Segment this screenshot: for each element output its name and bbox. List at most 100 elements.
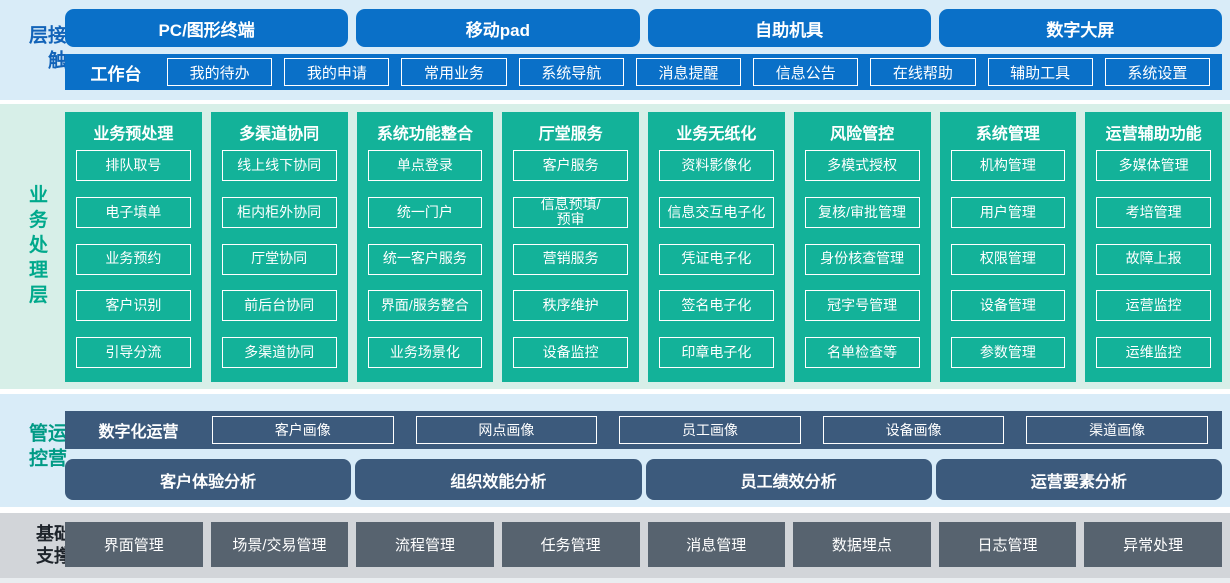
business-item: 电子填单 bbox=[76, 196, 191, 228]
business-item: 名单检查等 bbox=[804, 337, 920, 368]
digital-ops-item: 网点画像 bbox=[415, 416, 598, 444]
business-item: 签名电子化 bbox=[659, 290, 774, 322]
business-column: 风险管控 多模式授权复核/审批管理身份核查管理冠字号管理名单检查等 bbox=[793, 112, 931, 382]
business-item: 信息交互电子化 bbox=[659, 196, 774, 228]
terminal-node: PC/图形终端 bbox=[65, 9, 349, 47]
business-item: 前后台协同 bbox=[221, 290, 337, 322]
business-layer-label: 业务处理层 bbox=[26, 184, 47, 309]
digital-ops-bar: 数字化运营 客户画像网点画像员工画像设备画像渠道画像 bbox=[65, 411, 1222, 449]
business-item: 多模式授权 bbox=[804, 150, 920, 181]
analysis-row: 客户体验分析组织效能分析员工绩效分析运营要素分析 bbox=[65, 459, 1222, 500]
terminal-node: 数字大屏 bbox=[938, 9, 1222, 47]
terminal-node: 移动pad bbox=[356, 9, 640, 47]
business-column-title: 多渠道协同 bbox=[239, 126, 320, 143]
business-column-items: 机构管理用户管理权限管理设备管理参数管理 bbox=[950, 150, 1066, 368]
workbench-item: 辅助工具 bbox=[987, 58, 1093, 86]
base-item: 场景/交易管理 bbox=[210, 522, 349, 567]
workbench-item: 消息提醒 bbox=[635, 58, 742, 86]
ops-layer-label: 运营管控 bbox=[26, 422, 66, 473]
business-column-items: 线上线下协同柜内柜外协同厅堂协同前后台协同多渠道协同 bbox=[221, 150, 337, 368]
business-column-title: 风险管控 bbox=[830, 126, 895, 143]
business-item: 印章电子化 bbox=[659, 337, 774, 368]
digital-ops-item: 渠道画像 bbox=[1026, 416, 1208, 444]
business-item: 多媒体管理 bbox=[1096, 150, 1211, 181]
workbench-item: 在线帮助 bbox=[870, 58, 976, 86]
business-column-items: 客户服务信息预填/ 预审营销服务秩序维护设备监控 bbox=[513, 150, 628, 368]
business-item: 冠字号管理 bbox=[804, 290, 920, 322]
business-column-items: 排队取号电子填单业务预约客户识别引导分流 bbox=[76, 150, 191, 368]
base-item: 流程管理 bbox=[356, 522, 494, 567]
business-item: 业务预约 bbox=[76, 243, 191, 275]
business-item: 权限管理 bbox=[950, 243, 1066, 275]
analysis-node: 运营要素分析 bbox=[935, 459, 1222, 500]
digital-ops-item: 客户画像 bbox=[212, 416, 394, 444]
business-layer: 业务处理层 业务预处理 排队取号电子填单业务预约客户识别引导分流 多渠道协同 线… bbox=[0, 104, 1230, 389]
business-column-items: 多媒体管理考培管理故障上报运营监控运维监控 bbox=[1096, 150, 1211, 368]
workbench-items: 我的待办我的申请常用业务系统导航消息提醒信息公告在线帮助辅助工具系统设置 bbox=[167, 58, 1210, 86]
business-item: 排队取号 bbox=[76, 150, 191, 181]
business-item: 参数管理 bbox=[950, 337, 1066, 368]
digital-ops-label: 数字化运营 bbox=[98, 424, 179, 441]
business-column: 系统管理 机构管理用户管理权限管理设备管理参数管理 bbox=[939, 112, 1077, 382]
bottom-strip bbox=[0, 578, 1230, 583]
business-columns: 业务预处理 排队取号电子填单业务预约客户识别引导分流 多渠道协同 线上线下协同柜… bbox=[65, 112, 1222, 382]
business-item: 厅堂协同 bbox=[221, 243, 337, 275]
business-column-title: 业务预处理 bbox=[93, 126, 174, 143]
base-layer-label: 基础 支撑 bbox=[36, 524, 72, 566]
business-item: 故障上报 bbox=[1096, 243, 1211, 275]
digital-ops-item: 设备画像 bbox=[822, 416, 1005, 444]
business-item: 运营监控 bbox=[1096, 290, 1211, 322]
business-column: 多渠道协同 线上线下协同柜内柜外协同厅堂协同前后台协同多渠道协同 bbox=[210, 112, 348, 382]
base-item: 消息管理 bbox=[647, 522, 786, 567]
business-item: 设备监控 bbox=[513, 337, 628, 368]
workbench-item: 我的待办 bbox=[167, 58, 273, 86]
business-column-items: 资料影像化信息交互电子化凭证电子化签名电子化印章电子化 bbox=[659, 150, 774, 368]
business-item: 统一门户 bbox=[367, 196, 483, 228]
analysis-node: 员工绩效分析 bbox=[645, 459, 932, 500]
base-item: 界面管理 bbox=[65, 522, 203, 567]
business-item: 多渠道协同 bbox=[221, 337, 337, 368]
business-item: 柜内柜外协同 bbox=[221, 196, 337, 228]
digital-ops-item: 员工画像 bbox=[619, 416, 801, 444]
workbench-item: 信息公告 bbox=[753, 58, 859, 86]
business-item: 身份核查管理 bbox=[804, 243, 920, 275]
business-item: 秩序维护 bbox=[513, 290, 628, 322]
contact-layer-label: 接触层 bbox=[26, 25, 66, 75]
workbench-label: 工作台 bbox=[90, 64, 142, 84]
business-item: 设备管理 bbox=[950, 290, 1066, 322]
business-item: 信息预填/ 预审 bbox=[513, 196, 628, 228]
business-item: 营销服务 bbox=[513, 243, 628, 275]
base-layer: 基础 支撑 界面管理场景/交易管理流程管理任务管理消息管理数据埋点日志管理异常处… bbox=[0, 513, 1230, 583]
business-item: 单点登录 bbox=[367, 150, 483, 181]
business-item: 凭证电子化 bbox=[659, 243, 774, 275]
business-item: 用户管理 bbox=[950, 196, 1066, 228]
business-item: 业务场景化 bbox=[367, 337, 483, 368]
business-column-items: 多模式授权复核/审批管理身份核查管理冠字号管理名单检查等 bbox=[804, 150, 920, 368]
business-item: 统一客户服务 bbox=[367, 243, 483, 275]
business-column: 运营辅助功能 多媒体管理考培管理故障上报运营监控运维监控 bbox=[1085, 112, 1222, 382]
workbench-item: 系统导航 bbox=[518, 58, 624, 86]
business-column-title: 系统管理 bbox=[975, 126, 1040, 143]
base-item: 数据埋点 bbox=[793, 522, 931, 567]
business-column: 厅堂服务 客户服务信息预填/ 预审营销服务秩序维护设备监控 bbox=[502, 112, 639, 382]
business-column-title: 运营辅助功能 bbox=[1105, 126, 1202, 143]
business-column-title: 系统功能整合 bbox=[376, 126, 473, 143]
business-item: 客户服务 bbox=[513, 150, 628, 181]
workbench-item: 我的申请 bbox=[284, 58, 390, 86]
business-item: 引导分流 bbox=[76, 337, 191, 368]
terminal-node: 自助机具 bbox=[647, 9, 931, 47]
analysis-node: 组织效能分析 bbox=[355, 459, 642, 500]
business-item: 客户识别 bbox=[76, 290, 191, 322]
business-item: 复核/审批管理 bbox=[804, 196, 920, 228]
workbench-item: 系统设置 bbox=[1104, 58, 1210, 86]
business-column: 业务无纸化 资料影像化信息交互电子化凭证电子化签名电子化印章电子化 bbox=[648, 112, 785, 382]
business-item: 界面/服务整合 bbox=[367, 290, 483, 322]
business-column-title: 业务无纸化 bbox=[676, 126, 757, 143]
business-item: 运维监控 bbox=[1096, 337, 1211, 368]
base-item: 日志管理 bbox=[938, 522, 1077, 567]
business-item: 资料影像化 bbox=[659, 150, 774, 181]
business-column-title: 厅堂服务 bbox=[538, 126, 603, 143]
business-column: 业务预处理 排队取号电子填单业务预约客户识别引导分流 bbox=[65, 112, 202, 382]
